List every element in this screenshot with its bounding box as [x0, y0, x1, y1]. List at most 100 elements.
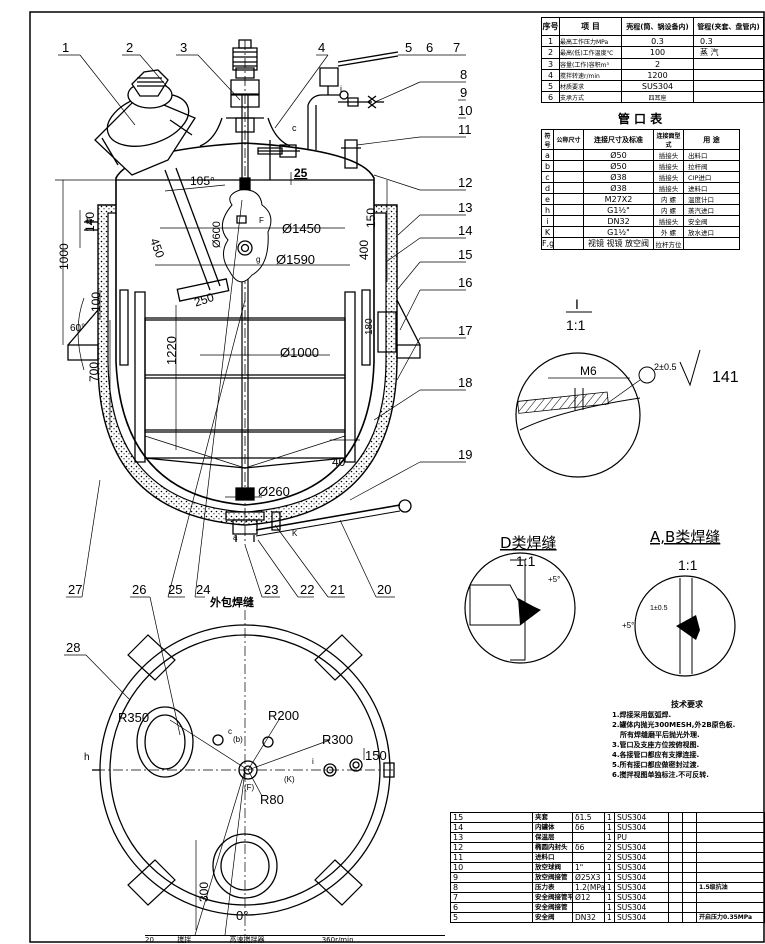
nozzle-cell: 温度计口: [683, 193, 740, 205]
spec-header-shell: 壳程(筒、锅设备内): [621, 17, 694, 36]
dim-dia-1590: Ø1590: [276, 252, 315, 267]
spec-header-tube: 管程(夹套、盘管内): [693, 17, 764, 36]
angle-zero: 0°: [236, 908, 248, 923]
parts-cell: [572, 852, 605, 863]
parts-cell: 1: [604, 912, 615, 923]
part-16: 16: [458, 275, 472, 290]
dim-300-plan: 300: [197, 882, 211, 902]
spec-cell: 4: [541, 69, 560, 81]
parts-cell: SUS304: [614, 882, 669, 893]
part-3: 3: [180, 40, 187, 55]
nozzle-cell: 拉杆阀: [683, 160, 740, 172]
part-number-labels: 1 2 3 4 5 6 7 8 9 10 11 12 13 14 15 16 1…: [62, 40, 472, 655]
spec-cell: 2: [541, 46, 560, 59]
plan-h: h: [84, 752, 90, 763]
tech-req-item: 6.搅拌视图单独标注.不可反转.: [612, 771, 709, 779]
part-2: 2: [126, 40, 133, 55]
nozzle-cell: Ø50: [583, 160, 654, 172]
spec-cell: [693, 58, 764, 70]
part-18: 18: [458, 375, 472, 390]
parts-cell: SUS304: [614, 872, 669, 883]
dim-angle-105: 105°: [190, 174, 215, 188]
nozzle-c: c: [292, 123, 297, 133]
spec-cell: 100: [621, 46, 694, 59]
plan-K: (K): [284, 775, 295, 784]
detail-D-angle: +5°: [548, 575, 560, 584]
parts-cell: [682, 902, 697, 913]
nozzle-h-label: h: [86, 216, 92, 227]
dim-dia-260: Ø260: [258, 484, 290, 499]
part-7: 7: [453, 40, 460, 55]
detail-I-m6: M6: [580, 364, 597, 378]
nozzle-cell: [553, 171, 584, 183]
spec-cell: 6: [541, 91, 560, 103]
parts-cell: [696, 832, 765, 843]
parts-cell: [668, 902, 683, 913]
dim-450: 450: [147, 236, 167, 260]
parts-cell: [696, 822, 765, 833]
part-6: 6: [426, 40, 433, 55]
part-25: 25: [168, 582, 182, 597]
parts-cell: 2: [604, 842, 615, 853]
parts-cell: 7: [450, 892, 533, 903]
front-dimension-texts: 1000 140 150 400 100 1220 700 180 40 25 …: [57, 84, 378, 542]
detail-I-ref: 141: [712, 369, 739, 386]
nozzle-cell: 插接头: [653, 182, 684, 194]
part-17: 17: [458, 323, 472, 338]
part-4: 4: [318, 40, 325, 55]
dim-40: 40: [332, 455, 346, 469]
parts-cell: [668, 862, 683, 873]
detail-I-scale: 1:1: [566, 317, 586, 333]
dim-150: 150: [364, 208, 378, 228]
spec-cell: 四耳座: [621, 91, 694, 103]
dim-1220: 1220: [164, 336, 179, 365]
part-27: 27: [68, 582, 82, 597]
part-8: 8: [460, 67, 467, 82]
spec-cell: 5: [541, 80, 560, 92]
parts-cell: PU: [614, 832, 669, 843]
bottom-row-name: 搅拌: [177, 936, 192, 944]
nozzle-cell: G1½": [583, 226, 654, 238]
parts-cell: 开启压力0.35MPa: [696, 912, 765, 923]
bottom-row-speed: 360r/min: [321, 936, 354, 944]
part-11: 11: [458, 122, 472, 137]
detail-AB-title: A,B类焊缝: [650, 528, 720, 546]
part-28: 28: [66, 640, 80, 655]
parts-row: 7安全阀接管平板Ø121SUS304: [450, 892, 765, 903]
spec-cell: 搅拌转速r/min: [559, 69, 622, 81]
parts-cell: δ6: [572, 822, 605, 833]
parts-cell: 8: [450, 882, 533, 893]
parts-cell: 安全阀接管平板: [532, 892, 573, 903]
nozzle-cell: K: [541, 226, 554, 238]
spec-header-no: 序号: [541, 17, 560, 36]
nozzle-header-conn: 连接尺寸及标准: [583, 129, 654, 150]
tech-req-item: 1.焊接采用氩弧焊.: [612, 711, 672, 719]
parts-cell: δ6: [572, 842, 605, 853]
dim-400: 400: [357, 240, 371, 260]
nozzle-cell: 放水进口: [683, 226, 740, 238]
parts-cell: [572, 902, 605, 913]
parts-cell: 9: [450, 872, 533, 883]
spec-cell: 3: [541, 58, 560, 70]
spec-cell: 材质要求: [559, 80, 622, 92]
nozzle-cell: [553, 149, 584, 161]
detail-AB-angle: +5°: [622, 621, 634, 630]
nozzle-cell: b: [541, 160, 554, 172]
nozzle-cell: [553, 193, 584, 205]
dim-dia-1450: Ø1450: [282, 221, 321, 236]
nozzle-cell: 拉杆方位: [653, 237, 684, 250]
